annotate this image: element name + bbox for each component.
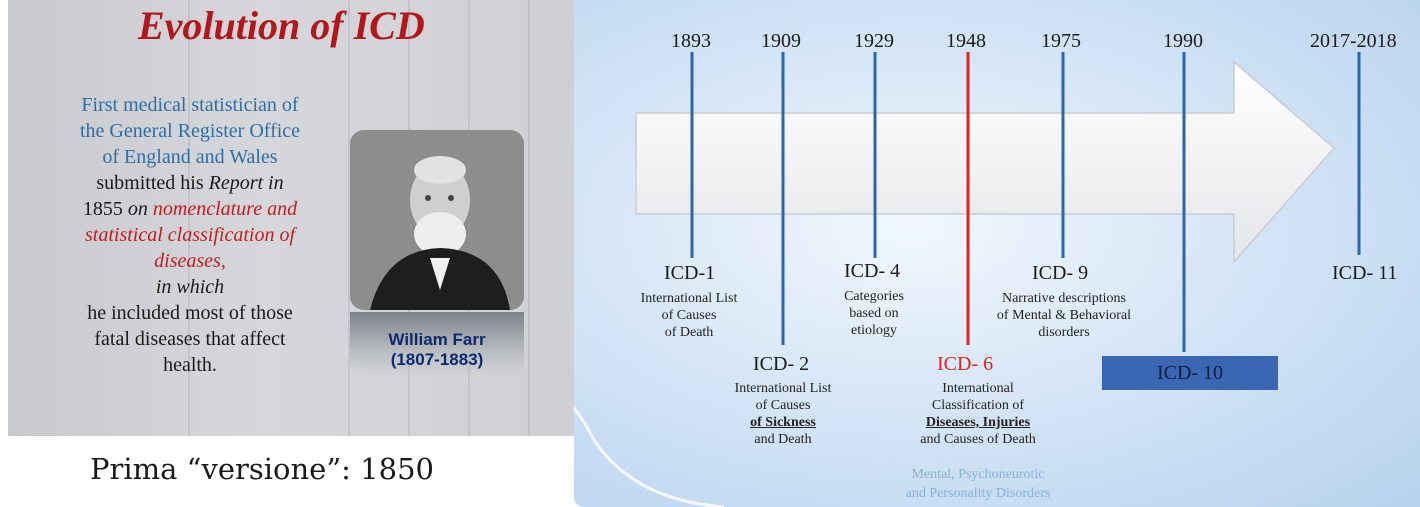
text-line: health. <box>163 354 217 376</box>
text-line: submitted his Report in <box>40 170 340 196</box>
timeline-graphic <box>574 52 1361 507</box>
icd-1-label: ICD-1 <box>664 262 716 284</box>
timeline-arrow <box>635 60 1336 264</box>
desc-line: Diseases, Injuries <box>888 414 1068 431</box>
text-span: submitted his <box>96 172 204 194</box>
text-line: 1855 on nomenclature and <box>40 196 340 222</box>
desc-line: International List <box>640 291 738 306</box>
text-line: in which <box>155 276 225 298</box>
icd-11-label: ICD- 11 <box>1332 262 1398 284</box>
decorative-curve <box>574 406 725 507</box>
icd-9-description: Narrative descriptions of Mental & Behav… <box>964 290 1164 341</box>
text-line: fatal diseases that affect <box>94 328 286 350</box>
year-1975: 1975 <box>1041 30 1081 52</box>
desc-line: and Death <box>754 432 812 447</box>
highlight-text: nomenclature and <box>152 198 298 220</box>
farr-description: First medical statistician of the Genera… <box>40 92 340 378</box>
text-line: First medical statistician of <box>81 94 299 116</box>
year-1909: 1909 <box>761 30 801 52</box>
year-2017-2018: 2017-2018 <box>1310 30 1397 52</box>
icd-6-label: ICD- 6 <box>937 353 994 375</box>
slide-title: Evolution of ICD <box>138 3 425 48</box>
background-stripe <box>348 0 350 436</box>
icd-6-description: International Classification of Diseases… <box>888 380 1068 448</box>
icd-2-description: International List of Causes of Sickness… <box>708 380 858 448</box>
note-line: and Personality Disorders <box>905 486 1051 501</box>
desc-line: etiology <box>851 323 897 338</box>
diseases-emphasis: Diseases, Injuries <box>925 415 1031 430</box>
portrait-name: William Farr <box>388 330 486 349</box>
portrait-dates: (1807-1883) <box>390 350 484 369</box>
sickness-emphasis: of Sickness <box>750 415 816 430</box>
desc-line: disorders <box>1038 325 1090 340</box>
portrait-reflection <box>350 312 524 376</box>
year-1948: 1948 <box>946 30 986 52</box>
desc-line: of Causes <box>661 308 717 323</box>
desc-line: Classification of <box>931 398 1025 413</box>
desc-line: of Sickness <box>708 414 858 431</box>
desc-line: Narrative descriptions <box>1001 291 1126 306</box>
text-span: 1855 <box>82 198 123 220</box>
icd-4-label: ICD- 4 <box>844 260 901 282</box>
icd-9-label: ICD- 9 <box>1032 262 1089 284</box>
icd-2-label: ICD- 2 <box>753 353 810 375</box>
portrait-caption: William Farr (1807-1883) <box>350 330 524 370</box>
background-stripe <box>188 0 190 436</box>
icd-10-box: ICD- 10 <box>1102 356 1278 390</box>
icd-1-description: International List of Causes of Death <box>614 290 764 341</box>
icd-4-description: Categories based on etiology <box>814 288 934 339</box>
desc-line: International List <box>734 381 832 396</box>
text-line: he included most of those <box>87 302 293 324</box>
desc-line: based on <box>849 306 899 321</box>
timeline-slide: 1893 1909 1929 1948 1975 1990 2017-2018 … <box>574 0 1420 507</box>
text-span: on <box>127 198 148 220</box>
left-slide: Evolution of ICD First medical statistic… <box>8 0 581 436</box>
first-version-caption: Prima “versione”: 1850 <box>90 452 434 486</box>
mental-disorders-note: Mental, Psychoneurotic and Personality D… <box>888 465 1068 503</box>
desc-line: of Death <box>664 325 714 340</box>
highlight-text: diseases, <box>154 250 226 272</box>
background-stripe <box>528 0 530 436</box>
portrait-drawing <box>350 130 524 310</box>
text-line: the General Register Office <box>79 120 301 142</box>
highlight-text: statistical classification of <box>85 224 295 246</box>
desc-line: and Causes of Death <box>920 432 1036 447</box>
year-1893: 1893 <box>671 30 711 52</box>
note-line: Mental, Psychoneurotic <box>911 467 1045 482</box>
year-1990: 1990 <box>1163 30 1203 52</box>
desc-line: International <box>942 381 1014 396</box>
desc-line: of Mental & Behavioral <box>996 308 1132 323</box>
year-1929: 1929 <box>854 30 894 52</box>
william-farr-portrait <box>350 130 524 310</box>
desc-line: Categories <box>844 289 904 304</box>
report-text: Report in <box>208 172 284 194</box>
text-line: of England and Wales <box>102 146 278 168</box>
desc-line: of Causes <box>755 398 811 413</box>
